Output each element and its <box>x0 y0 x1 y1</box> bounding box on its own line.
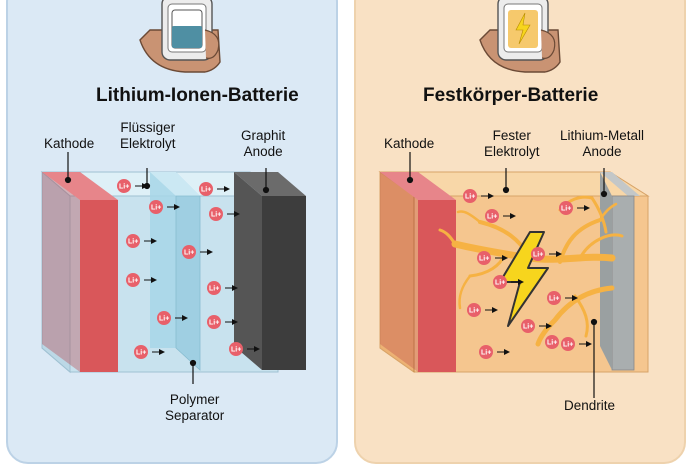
cathode-label: Kathode <box>384 136 435 151</box>
lithium-metal-anode-block <box>600 172 640 371</box>
svg-text:Li+: Li+ <box>128 278 138 285</box>
hand-holding-phone-icon <box>139 0 221 73</box>
lithium-ion-title: Lithium-Ionen-Batterie <box>96 85 299 106</box>
svg-text:Li+: Li+ <box>201 187 211 194</box>
svg-text:Li+: Li+ <box>495 280 505 287</box>
lithium-ion-cell <box>40 170 306 374</box>
svg-text:Li+: Li+ <box>184 250 194 257</box>
svg-text:Li+: Li+ <box>469 308 479 315</box>
cathode-label: Kathode <box>44 136 95 151</box>
svg-text:Li+: Li+ <box>549 296 559 303</box>
svg-text:Li+: Li+ <box>209 320 219 327</box>
svg-text:Li+: Li+ <box>159 316 169 323</box>
graphite-anode-block <box>234 172 306 370</box>
svg-text:Li+: Li+ <box>481 350 491 357</box>
svg-text:Li+: Li+ <box>151 205 161 212</box>
leader-lines <box>64 152 608 398</box>
svg-text:Li+: Li+ <box>547 340 557 347</box>
svg-text:Li+: Li+ <box>119 184 129 191</box>
arrow-right-icon <box>135 183 260 355</box>
svg-text:Li+: Li+ <box>211 212 221 219</box>
svg-text:Li+: Li+ <box>136 350 146 357</box>
lithium-ions-right: Li+ Li+ Li+ Li+ Li+ Li+ Li+ Li+ Li+ Li+ … <box>463 189 575 359</box>
svg-text:Li+: Li+ <box>209 286 219 293</box>
svg-text:Li+: Li+ <box>561 206 571 213</box>
svg-text:Li+: Li+ <box>533 252 543 259</box>
svg-text:Li+: Li+ <box>487 214 497 221</box>
solid-state-title: Festkörper-Batterie <box>423 85 599 106</box>
hand-holding-phone-icon <box>479 0 561 73</box>
solid-state-cell <box>378 171 650 373</box>
svg-text:Li+: Li+ <box>231 347 241 354</box>
dendrite-label: Dendrite <box>564 398 616 413</box>
arrow-right-icon <box>481 193 592 355</box>
svg-text:Li+: Li+ <box>563 342 573 349</box>
diagram-canvas: Li+ Li+ Li+ Li+ Li+ Li+ Li+ Li+ Li+ Li+ … <box>40 0 650 398</box>
svg-text:Li+: Li+ <box>465 194 475 201</box>
svg-text:Li+: Li+ <box>128 239 138 246</box>
lithium-ions-left: Li+ Li+ Li+ Li+ Li+ Li+ Li+ Li+ Li+ Li+ … <box>117 179 243 359</box>
svg-text:Li+: Li+ <box>523 324 533 331</box>
svg-text:Li+: Li+ <box>479 256 489 263</box>
cathode-block <box>380 172 456 372</box>
cathode-block <box>42 172 118 372</box>
